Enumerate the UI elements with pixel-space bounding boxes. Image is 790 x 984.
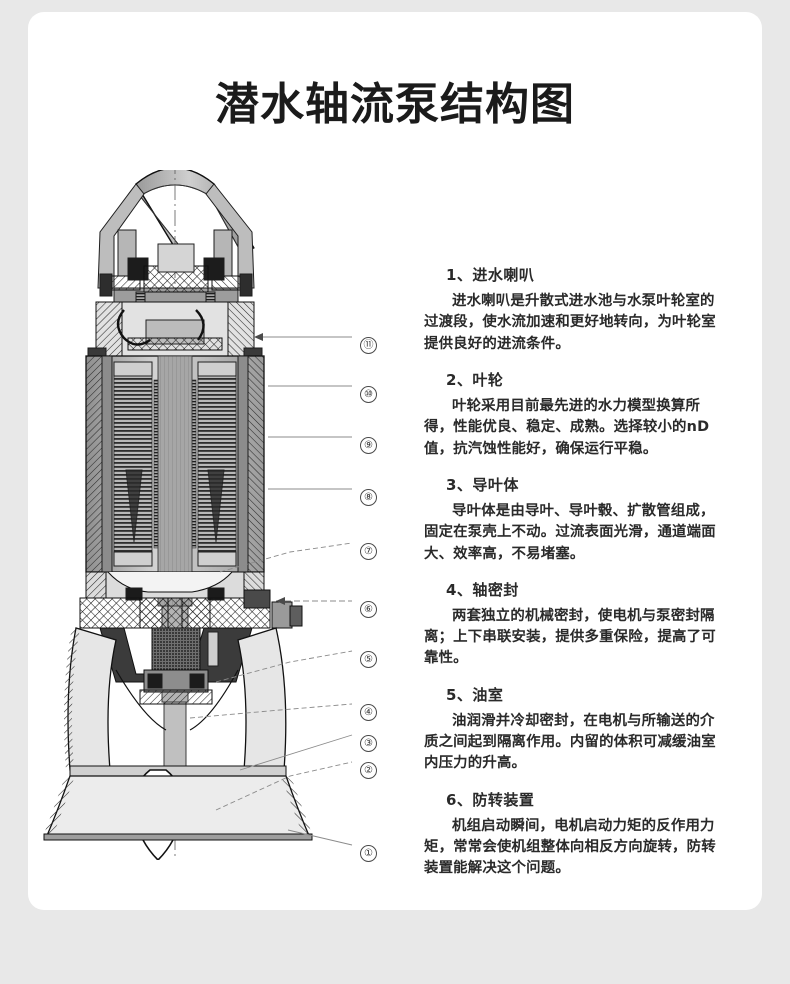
part-shaft-seal bbox=[139, 669, 213, 705]
part-oil-chamber bbox=[99, 627, 253, 685]
callout-6: ⑥ bbox=[360, 601, 377, 618]
section-heading-3: 3、导叶体 bbox=[446, 475, 519, 494]
section-body-5: 油润滑并冷却密封，在电机与所输送的介质之间起到隔离作用。内留的体积可减缓油室内压… bbox=[424, 712, 716, 772]
section-body-3: 导叶体是由导叶、导叶毂、扩散管组成，固定在泵壳上不动。过流表面光滑，通道端面大、… bbox=[424, 502, 716, 562]
leader-lines bbox=[189, 336, 353, 846]
description-column: 1、进水喇叭 进水喇叭是升散式进水池与水泵叶轮室的过渡段，使水流加速和更好地转向… bbox=[424, 264, 720, 894]
section-heading-2: 2、叶轮 bbox=[446, 370, 504, 389]
part-inlet-bell bbox=[43, 774, 313, 841]
section-heading-6: 6、防转装置 bbox=[446, 790, 535, 809]
section-shaft-seal: 4、轴密封 两套独立的机械密封，使电机与泵密封隔离；上下串联安装，提供多重保险，… bbox=[424, 579, 720, 670]
section-body-1: 进水喇叭是升散式进水池与水泵叶轮室的过渡段，使水流加速和更好地转向，为叶轮室提供… bbox=[424, 293, 716, 352]
section-heading-5: 5、油室 bbox=[446, 685, 504, 704]
callout-1: ① bbox=[360, 845, 377, 862]
section-heading-4: 4、轴密封 bbox=[446, 580, 519, 599]
callout-3: ③ bbox=[360, 735, 377, 752]
part-rotor-shaft bbox=[157, 355, 193, 781]
callout-5: ⑤ bbox=[360, 651, 377, 668]
callout-9: ⑨ bbox=[360, 437, 377, 454]
part-lower-bearing bbox=[85, 571, 265, 601]
part-anti-rotation-device bbox=[79, 589, 303, 629]
callout-7: ⑦ bbox=[360, 543, 377, 560]
section-inlet-bell: 1、进水喇叭 进水喇叭是升散式进水池与水泵叶轮室的过渡段，使水流加速和更好地转向… bbox=[424, 264, 720, 355]
leader-arrowheads bbox=[254, 333, 285, 605]
section-impeller: 2、叶轮 叶轮采用目前最先进的水力模型换算所得，性能优良、稳定、成熟。选择较小的… bbox=[424, 369, 720, 460]
part-lifting-cone bbox=[97, 170, 255, 289]
section-guide-vane-body: 3、导叶体 导叶体是由导叶、导叶毂、扩散管组成，固定在泵壳上不动。过流表面光滑，… bbox=[424, 474, 720, 565]
part-motor-head bbox=[87, 301, 263, 365]
callout-2: ② bbox=[360, 762, 377, 779]
section-body-4: 两套独立的机械密封，使电机与泵密封隔离；上下串联安装，提供多重保险，提高了可靠性… bbox=[424, 607, 716, 667]
callout-8: ⑧ bbox=[360, 489, 377, 506]
callout-4: ④ bbox=[360, 704, 377, 721]
section-oil-chamber: 5、油室 油润滑并冷却密封，在电机与所输送的介质之间起到隔离作用。内留的体积可减… bbox=[424, 684, 720, 775]
callout-10: ⑩ bbox=[360, 386, 377, 403]
section-heading-1: 1、进水喇叭 bbox=[446, 266, 535, 284]
pump-cross-section-diagram bbox=[40, 170, 390, 860]
page-title: 潜水轴流泵结构图 bbox=[215, 79, 575, 130]
section-body-6: 机组启动瞬间，电机启动力矩的反作用力矩，常常会使机组整体向相反方向旋转，防转装置… bbox=[424, 817, 716, 877]
section-anti-rotation-device: 6、防转装置 机组启动瞬间，电机启动力矩的反作用力矩，常常会使机组整体向相反方向… bbox=[424, 789, 720, 880]
callout-11: ⑪ bbox=[360, 337, 377, 354]
section-body-2: 叶轮采用目前最先进的水力模型换算所得，性能优良、稳定、成熟。选择较小的nD值，抗… bbox=[424, 397, 710, 457]
